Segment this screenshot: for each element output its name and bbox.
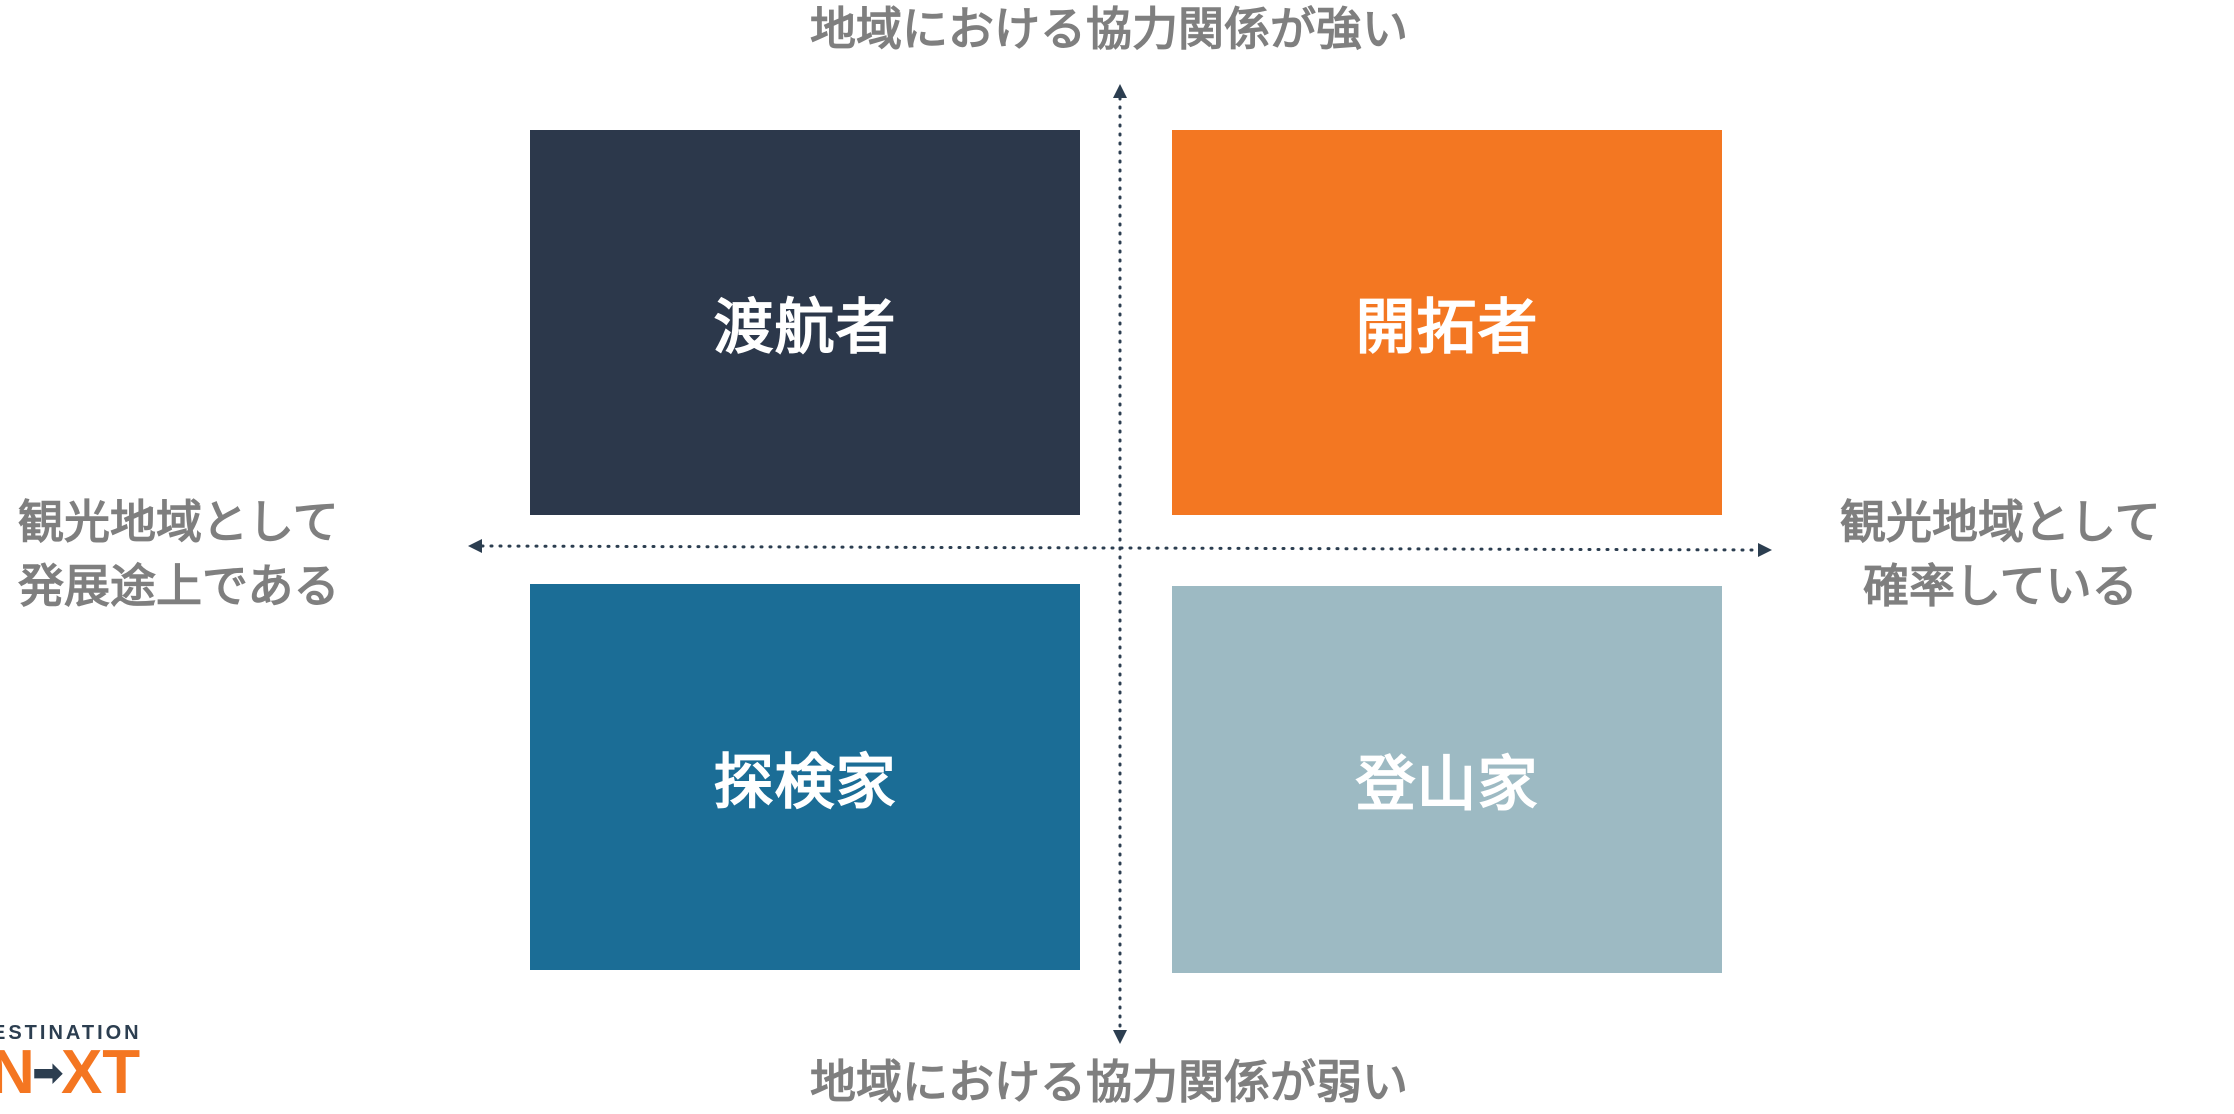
arrow-down-icon: [1113, 1030, 1127, 1044]
logo-main-part1: N: [0, 1038, 35, 1107]
axis-label-top: 地域における協力関係が強い: [810, 2, 1408, 56]
horizontal-axis: [468, 539, 1772, 557]
arrow-right-icon: ➡: [32, 1052, 63, 1093]
arrow-left-icon: [468, 539, 482, 553]
quadrant-bottom-right-label: 登山家: [1355, 750, 1539, 820]
quadrant-bottom-right: 登山家: [1172, 586, 1722, 973]
axis-label-right: 観光地域として 確率している: [1840, 490, 2161, 619]
quadrant-top-left: 渡航者: [530, 130, 1080, 515]
axis-label-right-line1: 観光地域として: [1840, 495, 2161, 549]
quadrant-top-left-label: 渡航者: [713, 293, 897, 363]
logo-main-part2: XT: [60, 1038, 141, 1107]
arrow-right-icon: [1758, 543, 1772, 557]
destination-next-logo: ESTINATION N ➡ XT: [0, 1022, 180, 1112]
logo-top-text: ESTINATION: [0, 1022, 142, 1044]
vertical-axis: [1113, 84, 1127, 1044]
logo-main-text: N ➡ XT: [0, 1042, 140, 1104]
axis-label-left: 観光地域として 発展途上である: [18, 490, 340, 619]
axis-label-bottom: 地域における協力関係が弱い: [810, 1055, 1408, 1109]
quadrant-top-right: 開拓者: [1172, 130, 1722, 515]
quadrant-bottom-left-label: 探検家: [713, 747, 897, 818]
axis-label-left-line2: 発展途上である: [18, 559, 340, 614]
axis-label-left-line1: 観光地域として: [18, 495, 339, 549]
quadrant-bottom-left: 探検家: [530, 584, 1080, 970]
quadrant-top-right-label: 開拓者: [1355, 293, 1539, 363]
arrow-up-icon: [1113, 84, 1127, 98]
axis-label-right-line2: 確率している: [1863, 559, 2138, 614]
